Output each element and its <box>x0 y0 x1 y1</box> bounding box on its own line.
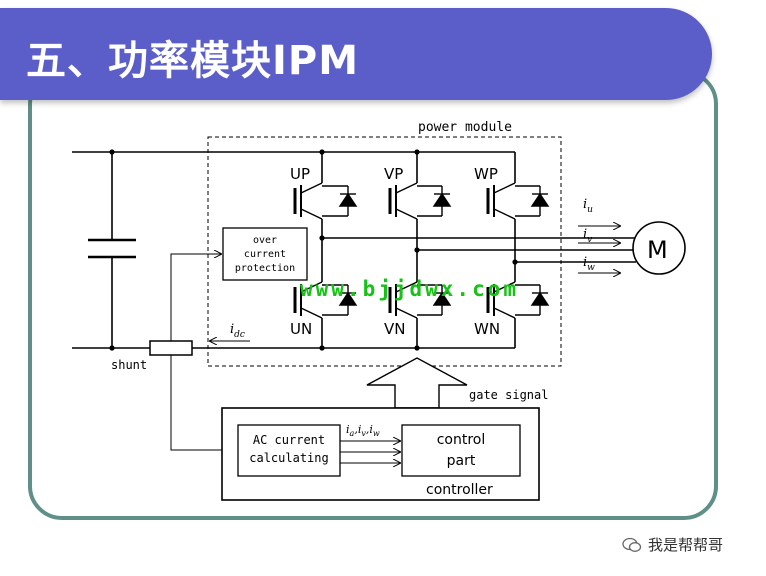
dc-bus <box>72 151 515 349</box>
igbt-wp <box>486 182 550 220</box>
ac-current-line-1: AC current <box>253 433 325 447</box>
gate-signal-arrow <box>366 357 468 409</box>
over-current-line-1: over <box>253 235 277 246</box>
phase-nodes <box>319 235 518 265</box>
control-part-line-2: part <box>447 453 476 469</box>
switch-label-vp: VP <box>384 165 403 183</box>
power-module-label: power module <box>418 120 512 135</box>
switch-label-wp: WP <box>474 165 498 183</box>
motor-symbol <box>632 221 686 275</box>
igbt-vn <box>388 281 452 319</box>
shunt-feedback <box>170 254 236 450</box>
switch-label-up: UP <box>290 165 310 183</box>
current-arrows <box>210 226 620 341</box>
igbt-up <box>293 182 358 220</box>
slide-title: 五、功率模块IPM <box>26 38 360 84</box>
current-label-v: iv <box>583 227 592 245</box>
current-label-dc: idc <box>230 322 245 340</box>
iabc-label: ia,iv,iw <box>346 423 380 438</box>
motor-label: M <box>647 236 668 264</box>
gate-signal-label: gate signal <box>469 388 548 402</box>
controller-label: controller <box>426 482 493 498</box>
over-current-line-2: current <box>244 249 286 260</box>
wechat-credit: 我是帮帮哥 <box>622 534 723 555</box>
dc-link-capacitor <box>88 238 136 259</box>
over-current-protection-box <box>222 227 308 281</box>
over-current-line-3: protection <box>235 263 295 274</box>
igbt-wn <box>486 281 550 319</box>
current-label-u: iu <box>583 197 593 215</box>
current-label-w: iw <box>583 255 595 273</box>
phase-outputs <box>322 237 636 263</box>
wechat-account: 我是帮帮哥 <box>648 536 724 554</box>
shunt-resistor <box>149 340 193 356</box>
switch-label-un: UN <box>290 320 312 338</box>
iabc-arrows <box>340 441 400 463</box>
ac-current-box <box>237 424 341 477</box>
title-bar: 五、功率模块IPM <box>0 8 712 100</box>
power-module-boundary <box>207 136 562 367</box>
switch-label-vn: VN <box>384 320 405 338</box>
watermark-url: www.bjjdwx.com <box>300 277 520 301</box>
control-part-box <box>401 424 521 477</box>
shunt-label: shunt <box>111 358 147 372</box>
ac-current-line-2: calculating <box>249 451 328 465</box>
wechat-icon <box>622 537 642 552</box>
control-part-line-1: control <box>437 432 486 448</box>
igbt-vp <box>388 182 452 220</box>
igbt-un <box>293 281 358 319</box>
switch-label-wn: WN <box>474 320 500 338</box>
